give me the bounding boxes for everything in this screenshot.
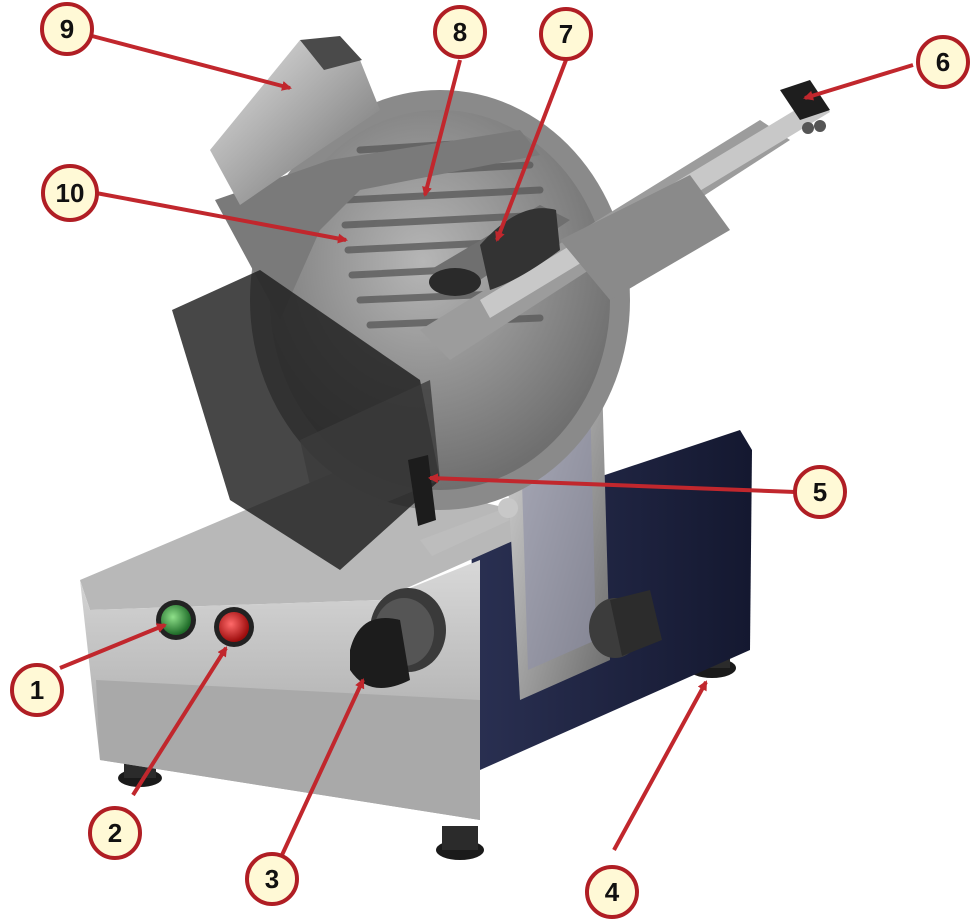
svg-text:6: 6 xyxy=(936,47,950,77)
carriage-lever xyxy=(408,455,518,556)
svg-text:5: 5 xyxy=(813,477,827,507)
callout-9: 9 xyxy=(40,2,94,56)
svg-text:2: 2 xyxy=(108,818,122,848)
svg-text:4: 4 xyxy=(605,877,620,907)
svg-text:9: 9 xyxy=(60,14,74,44)
svg-text:3: 3 xyxy=(265,864,279,894)
callout-5: 5 xyxy=(793,465,847,519)
guard-top xyxy=(210,40,380,205)
stop-button xyxy=(214,607,254,647)
blade-guard xyxy=(215,130,540,320)
svg-text:8: 8 xyxy=(453,17,467,47)
callout-arrows xyxy=(59,34,914,856)
callout-8: 8 xyxy=(433,5,487,59)
callout-7: 7 xyxy=(539,7,593,61)
callout-4: 4 xyxy=(585,865,639,919)
callout-2: 2 xyxy=(88,806,142,860)
callout-6: 6 xyxy=(916,35,970,89)
callout-10: 10 xyxy=(41,164,99,222)
callout-3: 3 xyxy=(245,852,299,906)
callout-1: 1 xyxy=(10,663,64,717)
svg-text:7: 7 xyxy=(559,19,573,49)
svg-text:1: 1 xyxy=(30,675,44,705)
svg-text:10: 10 xyxy=(56,178,85,208)
rear-knob xyxy=(589,590,662,658)
start-button xyxy=(156,600,196,640)
thickness-knob xyxy=(350,588,446,688)
base-front-lower xyxy=(96,680,480,820)
